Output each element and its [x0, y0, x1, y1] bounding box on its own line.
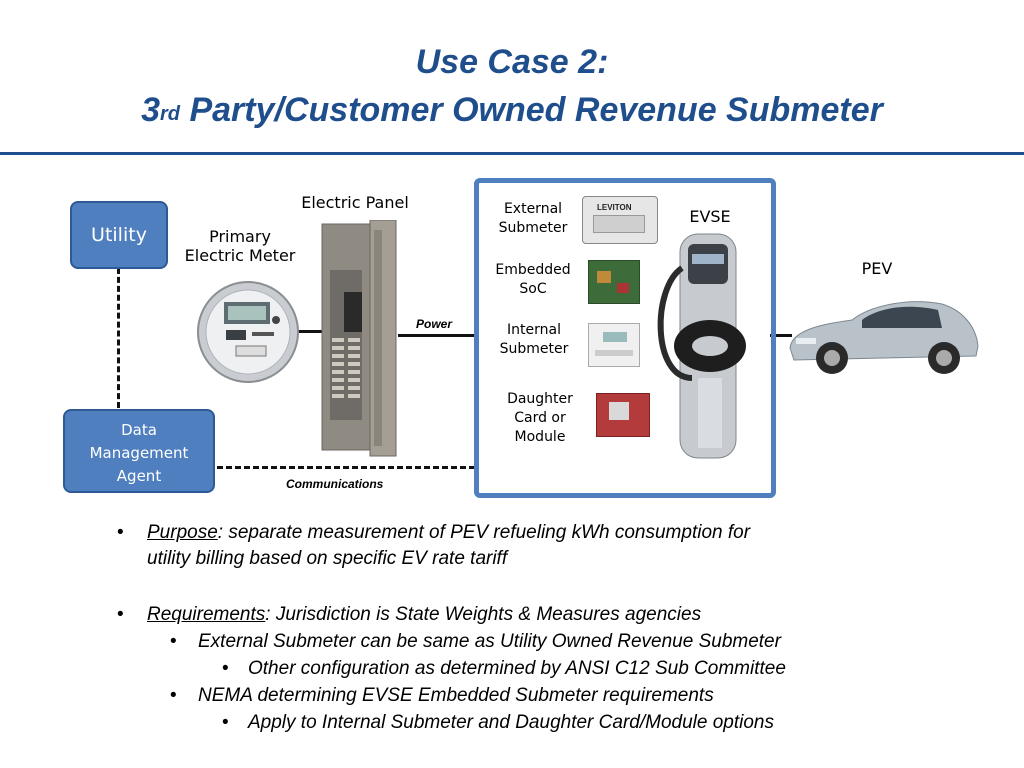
embedded-soc-label: Embedded SoC: [486, 261, 580, 299]
embedded-soc-line1: Embedded: [495, 262, 571, 278]
sub-sub-bullet-ansi: • Other configuration as determined by A…: [222, 656, 1002, 682]
internal-submeter-image: [588, 323, 640, 367]
daughter-card-line1: Daughter: [507, 391, 573, 407]
electric-panel-label: Electric Panel: [301, 193, 409, 212]
sub-bullet-nema-text: NEMA determining EVSE Embedded Submeter …: [198, 685, 714, 706]
sub-bullet-external-text: External Submeter can be same as Utility…: [198, 631, 781, 652]
power-line: [398, 334, 476, 337]
embedded-soc-line2: SoC: [519, 281, 547, 297]
communications-link: [217, 466, 475, 469]
sub-sub-bullet-apply-text: Apply to Internal Submeter and Daughter …: [248, 712, 774, 733]
evse-label: EVSE: [689, 207, 731, 226]
embedded-soc-image: [588, 260, 640, 304]
primary-electric-meter-image: [197, 281, 299, 383]
daughter-card-line2: Card or: [514, 410, 566, 426]
title-rest: Party/Customer Owned Revenue Submeter: [180, 91, 883, 129]
data-management-agent-box: Data Management Agent: [63, 409, 215, 493]
sub-bullet-nema: • NEMA determining EVSE Embedded Submete…: [170, 683, 990, 709]
evse-to-pev-line: [770, 334, 792, 337]
purpose-text: : separate measurement of PEV refueling …: [217, 522, 751, 543]
title-divider: [0, 152, 1024, 155]
bullet-marker: •: [222, 712, 229, 733]
bullet-requirements: • Requirements: Jurisdiction is State We…: [117, 602, 997, 628]
title-ordinal: 3: [141, 91, 161, 129]
requirements-label: Requirements: [147, 604, 266, 625]
sub-sub-bullet-ansi-text: Other configuration as determined by ANS…: [248, 658, 786, 679]
pev-car-image: [789, 301, 979, 374]
meter-to-panel-line: [297, 330, 323, 333]
external-submeter-label: External Submeter: [490, 200, 576, 238]
purpose-label: Purpose: [147, 522, 218, 543]
evse-charger-image: [657, 233, 746, 459]
daughter-card-line3: Module: [514, 429, 566, 445]
internal-submeter-line2: Submeter: [499, 341, 569, 357]
external-submeter-line1: External: [503, 201, 563, 217]
utility-to-agent-link: [117, 268, 120, 408]
bullet-marker: •: [170, 631, 177, 652]
power-label: Power: [416, 317, 453, 331]
primary-meter-line1: Primary: [209, 227, 271, 246]
bullet-purpose: • Purpose: separate measurement of PEV r…: [117, 520, 997, 572]
internal-submeter-line1: Internal: [507, 322, 561, 338]
sub-bullet-external: • External Submeter can be same as Utili…: [170, 629, 990, 655]
communications-label: Communications: [286, 477, 384, 491]
agent-line2: Management: [89, 444, 189, 462]
slide-title-line2: 3rd Party/Customer Owned Revenue Submete…: [0, 90, 1024, 130]
bullet-marker: •: [170, 685, 177, 706]
primary-meter-label: Primary Electric Meter: [170, 227, 310, 265]
agent-line3: Agent: [116, 467, 162, 485]
bullet-marker: •: [117, 522, 124, 543]
bullet-marker: •: [117, 604, 124, 625]
agent-line1: Data: [121, 421, 157, 439]
pev-label: PEV: [861, 259, 893, 278]
daughter-card-image: [596, 393, 650, 437]
sub-sub-bullet-apply: • Apply to Internal Submeter and Daughte…: [222, 710, 1002, 736]
requirements-text: : Jurisdiction is State Weights & Measur…: [265, 604, 702, 625]
primary-meter-line2: Electric Meter: [184, 246, 296, 265]
purpose-text-line2: utility billing based on specific EV rat…: [147, 548, 508, 569]
internal-submeter-label: Internal Submeter: [488, 321, 580, 359]
slide-title-line1: Use Case 2:: [415, 43, 609, 81]
external-submeter-brand: LEVITON: [597, 203, 632, 212]
utility-box: Utility: [70, 201, 168, 269]
external-submeter-image: LEVITON: [582, 196, 658, 244]
title-ordinal-suffix: rd: [160, 103, 181, 125]
bullet-marker: •: [222, 658, 229, 679]
electric-panel-image: [321, 220, 397, 457]
external-submeter-line2: Submeter: [498, 220, 568, 236]
evse-enclosure-frame: [474, 178, 776, 498]
daughter-card-label: Daughter Card or Module: [495, 390, 585, 447]
